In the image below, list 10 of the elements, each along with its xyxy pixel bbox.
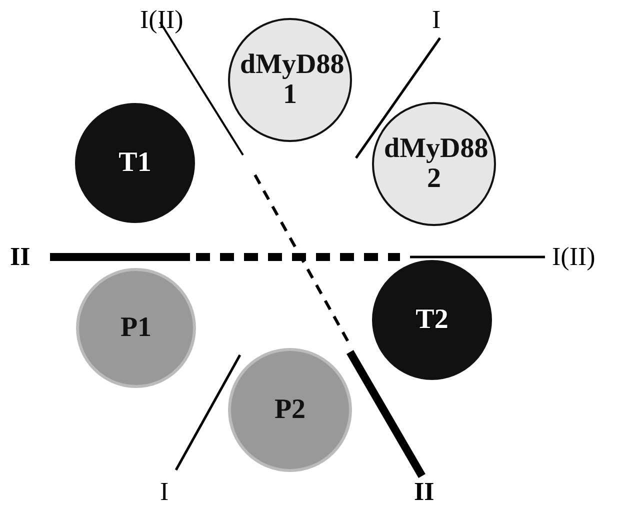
subunit-label: T2 <box>414 305 450 335</box>
interface-label: I(II) <box>552 243 596 271</box>
subunit-label: P1 <box>119 313 153 343</box>
interface-label: I(II) <box>140 6 184 34</box>
interface-label: I <box>432 6 441 34</box>
subunit-label: P2 <box>273 395 307 425</box>
subunit-label: T1 <box>118 148 152 178</box>
interface-label: II <box>10 243 30 271</box>
interface-label: I <box>160 478 169 506</box>
interface-label: II <box>414 478 434 506</box>
